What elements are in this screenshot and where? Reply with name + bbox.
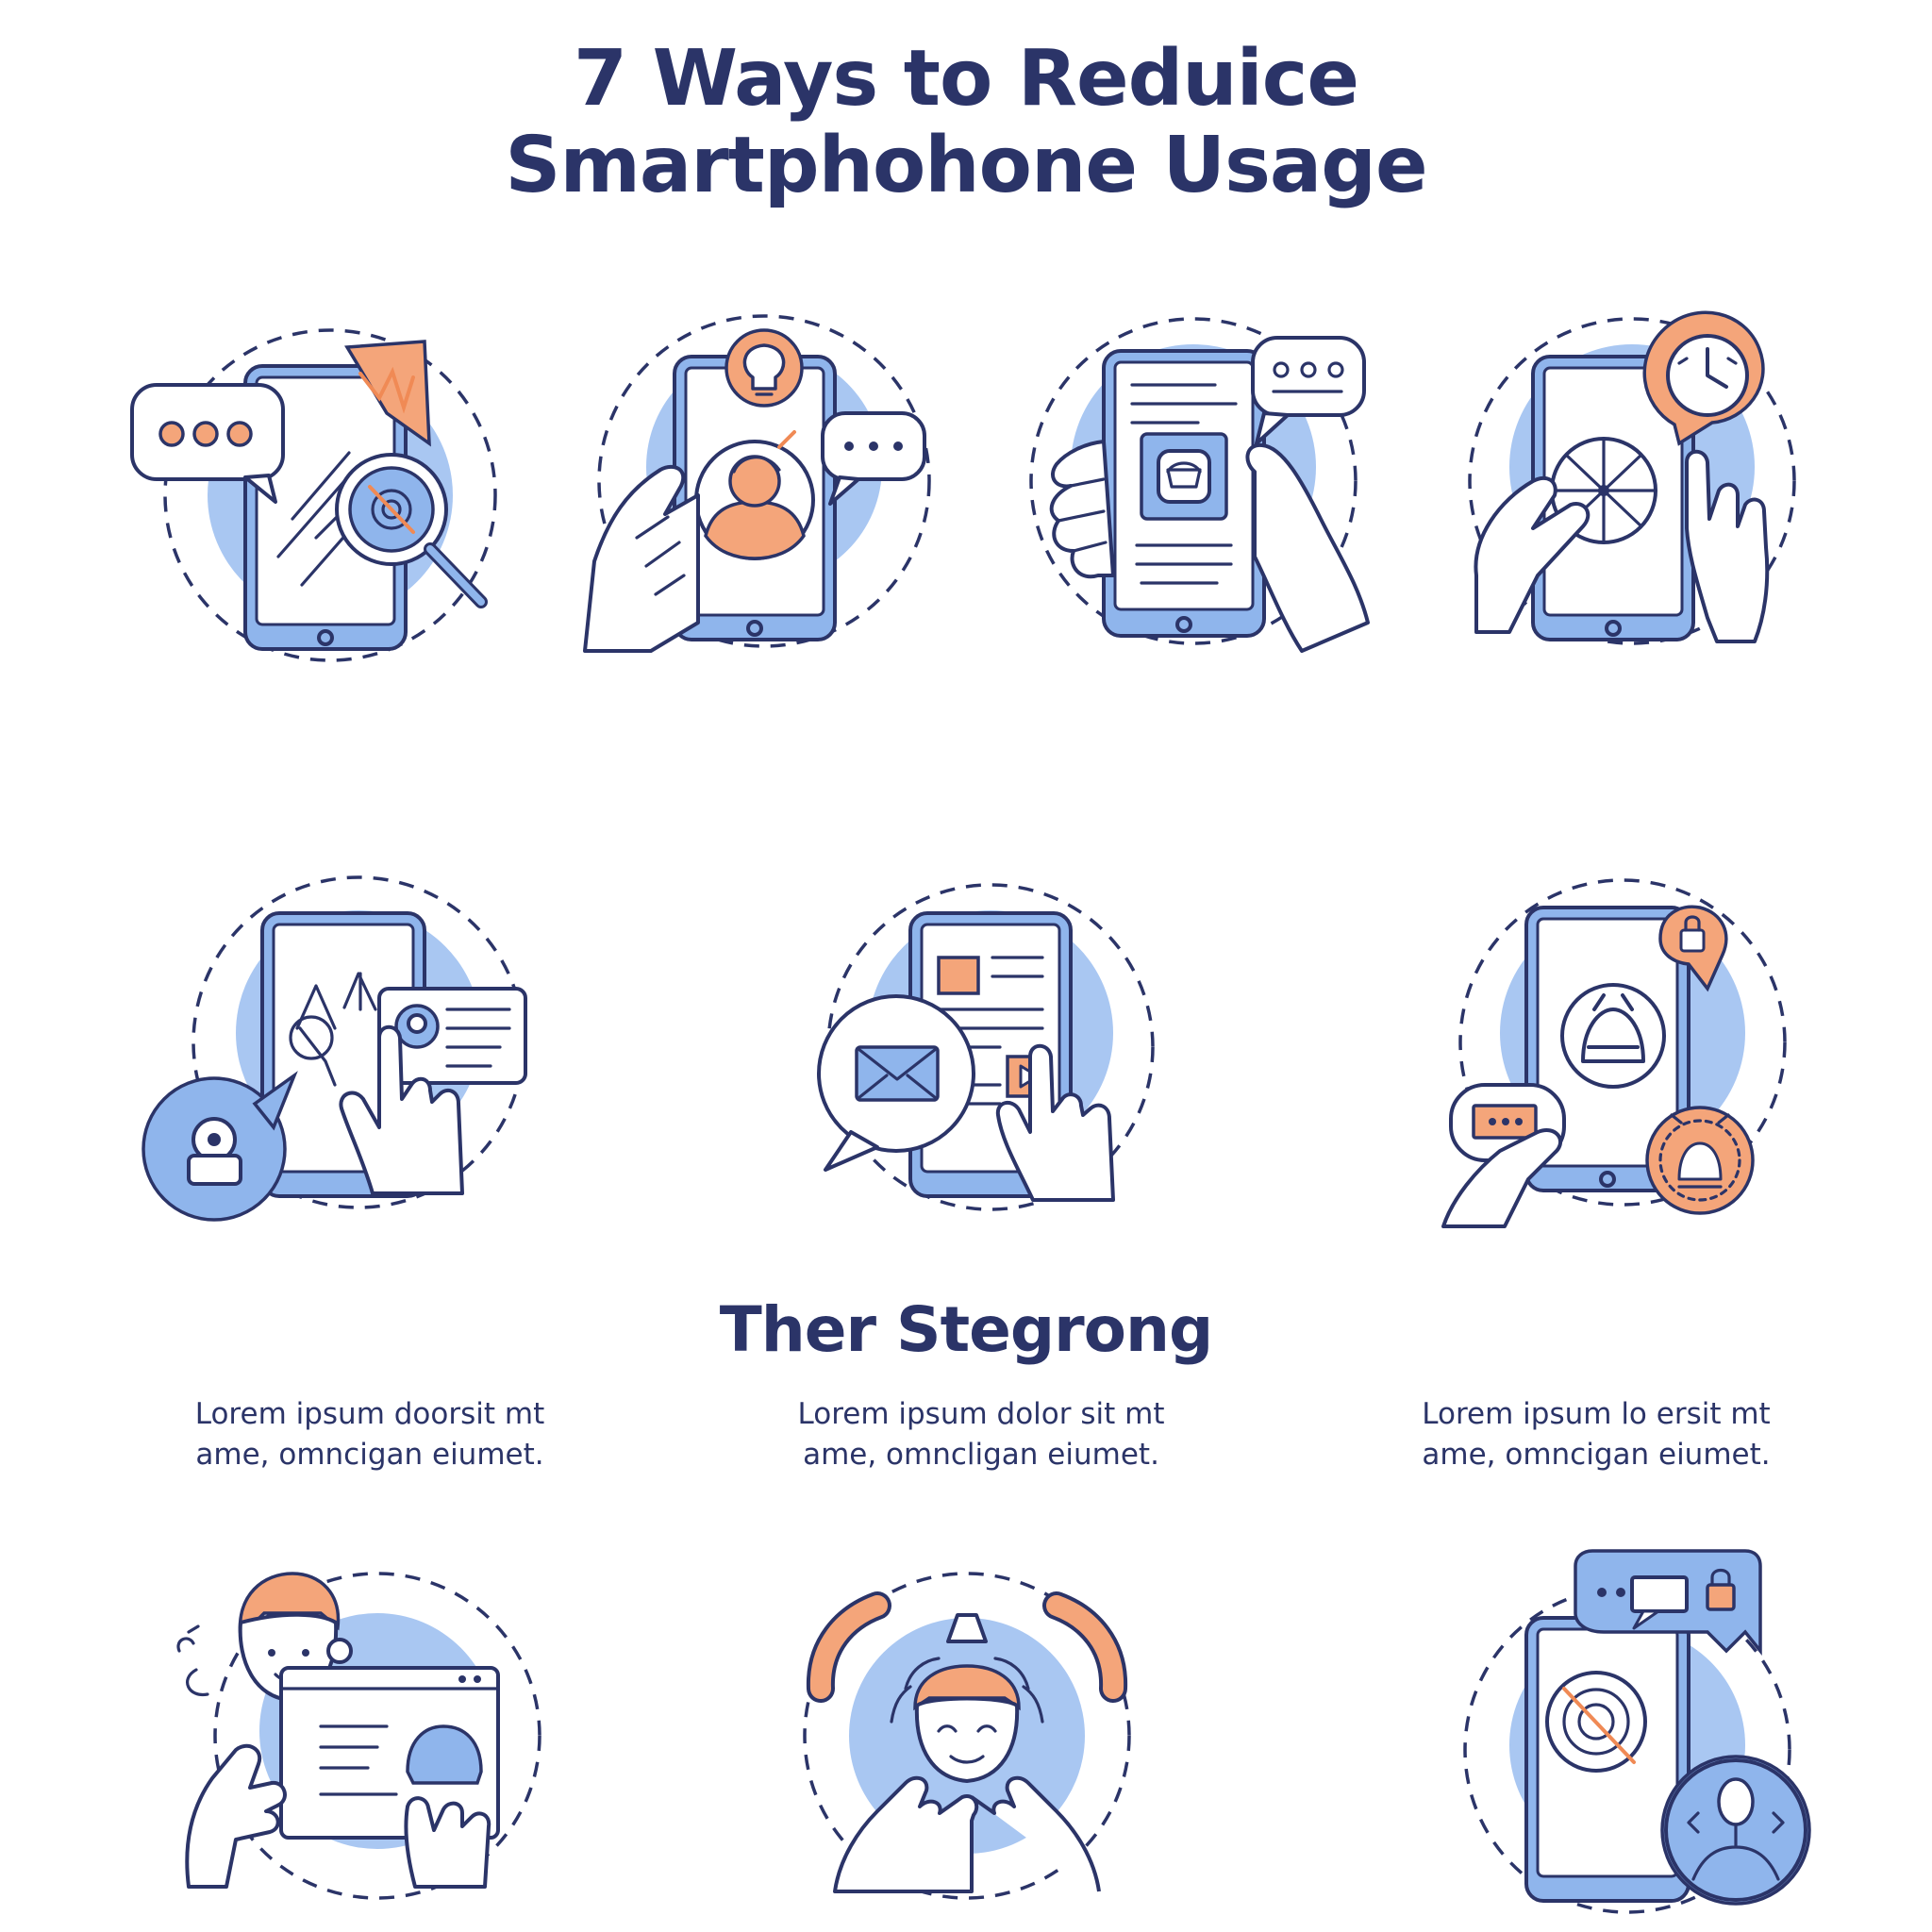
column-text-2: Lorem ipsum dolor sit mt ame, omncligan … [717,1394,1245,1475]
phone-block-profile-icon [1463,1549,1811,1914]
column-text-3-line-2: ame, omncigan eiumet. [1422,1438,1771,1472]
column-text-3-line-1: Lorem ipsum lo ersit mt [1422,1397,1771,1431]
phone-touch-privacy-icon [142,875,527,1222]
column-text-3: Lorem ipsum lo ersit mt ame, omncigan ei… [1332,1394,1860,1475]
phone-app-hands-icon [1029,317,1370,653]
person-laptop-icon [176,1572,541,1900]
page-title-line-2: Smartphohone Usage [505,121,1427,210]
phone-lock-notifications-icon [1441,878,1787,1228]
column-text-2-line-1: Lorem ipsum dolor sit mt [797,1397,1165,1431]
column-text-1-line-1: Lorem ipsum doorsit mt [194,1397,545,1431]
column-text-1: Lorem ipsum doorsit mt ame, omncigan eiu… [106,1394,634,1475]
person-stress-icon [803,1572,1131,1900]
phone-message-media-icon [817,883,1155,1211]
phone-timer-block-icon [1468,310,1796,645]
phone-chat-search-icon [130,328,497,662]
column-text-1-line-2: ame, omncigan eiumet. [195,1438,544,1472]
phone-profile-idea-icon [583,314,931,653]
column-text-2-line-2: ame, omncligan eiumet. [803,1438,1159,1472]
section-heading: Ther Stegrong [719,1293,1214,1366]
page-title-line-1: 7 Ways to Reduice [574,34,1359,124]
